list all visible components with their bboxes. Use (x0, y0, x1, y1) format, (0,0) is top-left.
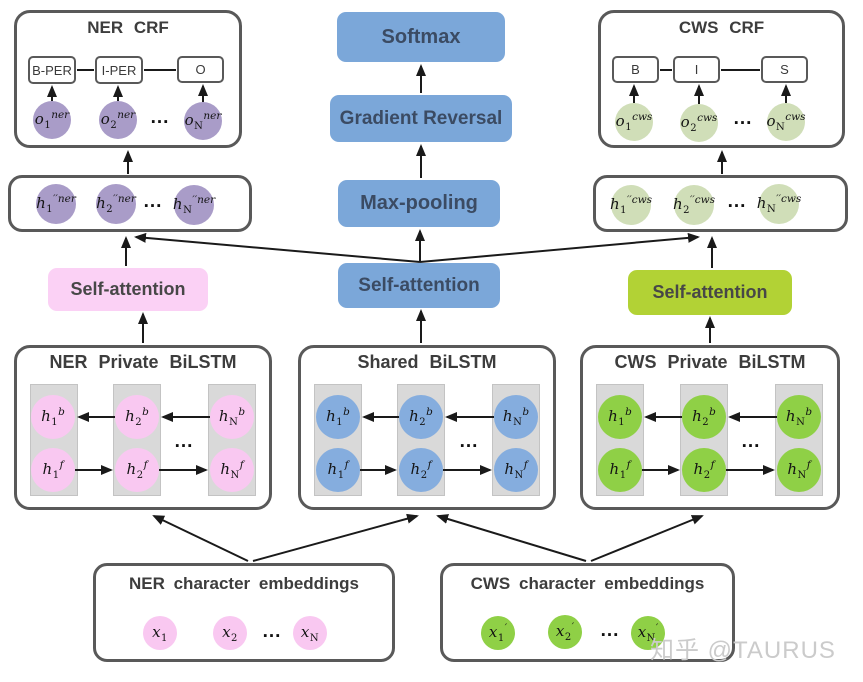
ner-tag-bper: B-PER (28, 56, 76, 84)
cws-output-node-1: o1cws (615, 103, 653, 141)
ner-hidden-node-n: hN′′ner (173, 185, 215, 225)
ner-bilstm-title: NER Private BiLSTM (49, 352, 237, 372)
shared-self-attention-label: Self-attention (358, 274, 480, 296)
shared-lstm-dots: ... (459, 430, 479, 452)
gradient-reversal-box: Gradient Reversal (330, 95, 512, 142)
ner-lstm-bn: hNb (210, 395, 254, 439)
gradient-reversal-label: Gradient Reversal (339, 107, 503, 129)
ner-lstm-fn: hNf (210, 448, 254, 492)
cws-self-attention-box: Self-attention (628, 270, 792, 315)
cws-tag-s: S (761, 56, 808, 83)
ner-crf-title: NER CRF (87, 18, 169, 37)
cws-bilstm-title: CWS Private BiLSTM (614, 352, 806, 372)
shared-lstm-b2: h2b (399, 395, 443, 439)
ner-output-node-2: o2ner (99, 101, 137, 139)
max-pooling-label: Max-pooling (360, 192, 478, 214)
ner-output-dots: ... (150, 106, 170, 128)
cws-self-attention-label: Self-attention (652, 282, 768, 302)
cws-crf-title: CWS CRF (678, 18, 765, 37)
cws-emb-x1: x1′ (481, 616, 515, 650)
cws-tag-i: I (673, 56, 720, 83)
ner-emb-x1: x1 (143, 616, 177, 650)
cws-lstm-f2: h2f (682, 448, 726, 492)
ner-emb-xn: xN (293, 616, 327, 650)
ner-hidden-node-1: h1′′ner (36, 184, 76, 224)
ner-embeddings-box (93, 563, 395, 662)
ner-tag-o: O (177, 56, 224, 83)
hidden-to-crf-arrows (123, 150, 727, 174)
ner-emb-x2: x2 (213, 616, 247, 650)
shared-self-attention-box: Self-attention (338, 263, 500, 308)
bilstm-to-attention-arrows (138, 309, 715, 343)
ner-lstm-f2: h2f (115, 448, 159, 492)
ner-lstm-dots: ... (174, 430, 194, 452)
cws-output-node-n: oNcws (766, 103, 806, 141)
embeddings-to-bilstm-arrows (152, 513, 704, 562)
ner-self-attention-label: Self-attention (70, 279, 186, 299)
softmax-label: Softmax (381, 25, 461, 48)
watermark: 知乎 @TAURUS (650, 637, 836, 664)
ner-hidden-dots: ... (143, 190, 163, 212)
cws-emb-dots: ... (600, 619, 620, 641)
cws-emb-x2: x2′ (548, 615, 582, 649)
cws-lstm-bn: hNb (777, 395, 821, 439)
cws-hidden-node-2: h2′′cws (673, 185, 715, 225)
ner-emb-dots: ... (262, 620, 282, 642)
max-pooling-box: Max-pooling (338, 180, 500, 227)
ner-self-attention-box: Self-attention (48, 268, 208, 311)
ner-embeddings-title: NER character embeddings (128, 574, 359, 593)
cws-output-node-2: o2cws (680, 104, 718, 142)
shared-lstm-fn: hNf (494, 448, 538, 492)
cws-hidden-dots: ... (727, 190, 747, 212)
cws-lstm-b1: h1b (598, 395, 642, 439)
softmax-box: Softmax (337, 12, 505, 62)
ner-lstm-b2: h2b (115, 395, 159, 439)
ner-tag-iper: I-PER (95, 56, 143, 84)
ner-output-node-n: oNner (184, 102, 222, 140)
cws-embeddings-title: CWS character embeddings (470, 574, 705, 593)
cws-hidden-node-1: h1′′cws (610, 185, 652, 225)
cws-tag-b: B (612, 56, 659, 83)
shared-bilstm-title: Shared BiLSTM (357, 352, 497, 372)
ner-output-node-1: o1ner (33, 101, 71, 139)
cws-output-dots: ... (733, 107, 753, 129)
cws-lstm-f1: h1f (598, 448, 642, 492)
ner-lstm-f1: h1f (31, 448, 75, 492)
cws-lstm-b2: h2b (682, 395, 726, 439)
ner-lstm-b1: h1b (31, 395, 75, 439)
cws-lstm-fn: hNf (777, 448, 821, 492)
shared-lstm-bn: hNb (494, 395, 538, 439)
shared-lstm-b1: h1b (316, 395, 360, 439)
ner-hidden-node-2: h2′′ner (96, 184, 136, 224)
shared-lstm-f2: h2f (399, 448, 443, 492)
shared-lstm-f1: h1f (316, 448, 360, 492)
cws-emb-xn: xN′ (631, 616, 665, 650)
cws-hidden-node-n: hN′′cws (757, 184, 801, 224)
cws-lstm-dots: ... (741, 430, 761, 452)
